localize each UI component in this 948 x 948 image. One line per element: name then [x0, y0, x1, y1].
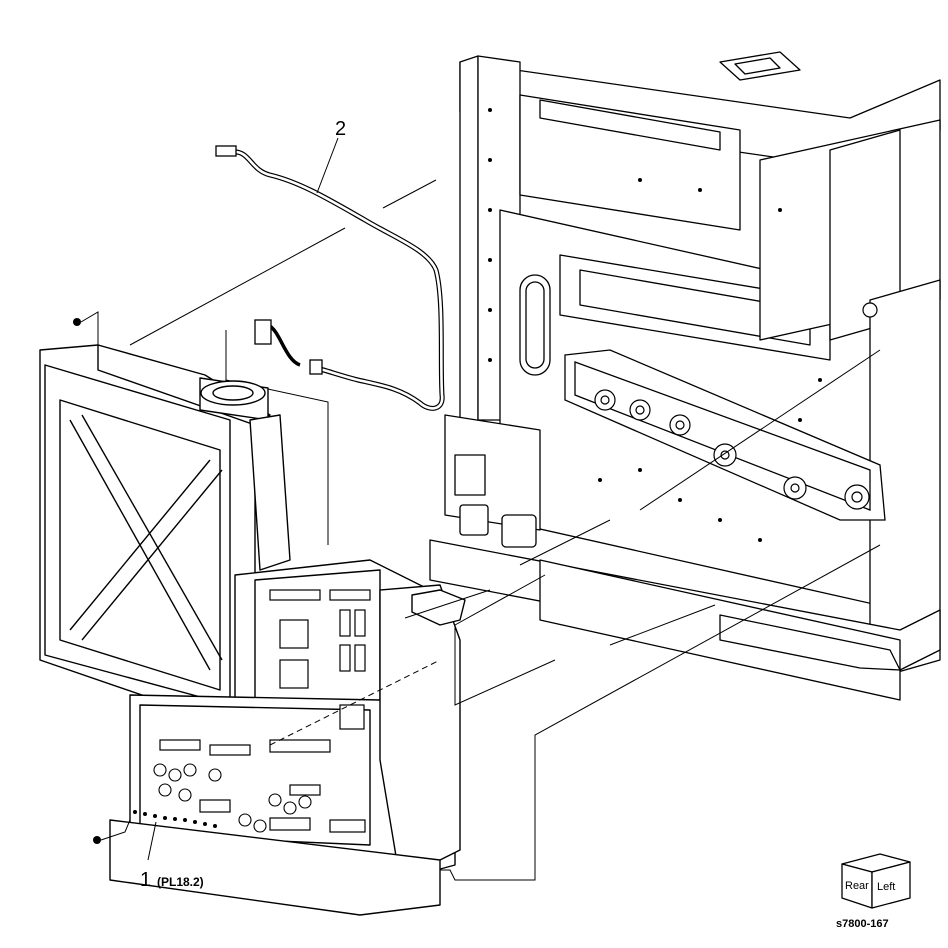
callout-1-plate-ref: (PL18.2): [157, 875, 204, 889]
orientation-rear-label: Rear: [845, 880, 869, 892]
callout-2-number: 2: [335, 118, 346, 140]
frame-holes: [488, 108, 822, 542]
orientation-cube-icon: [841, 853, 911, 909]
callout-1-number: 1: [140, 869, 151, 891]
callout-leaders: [147, 137, 339, 861]
assembly-leader-lines: [129, 179, 881, 881]
pwb-chassis: [39, 344, 466, 916]
connector-detail-frame: [225, 330, 329, 545]
screw-leaders: [80, 311, 131, 841]
screw-icons: [73, 318, 101, 844]
figure-id: s7800-167: [836, 918, 889, 930]
cable-harness: [215, 145, 445, 411]
board-components: [159, 589, 371, 833]
connector-pin-row: [133, 810, 217, 828]
gear-plate: [564, 349, 886, 521]
capacitor-icons: [153, 763, 312, 833]
oval-slot: [519, 274, 551, 376]
orientation-left-label: Left: [877, 881, 895, 893]
printer-frame: [429, 51, 941, 701]
